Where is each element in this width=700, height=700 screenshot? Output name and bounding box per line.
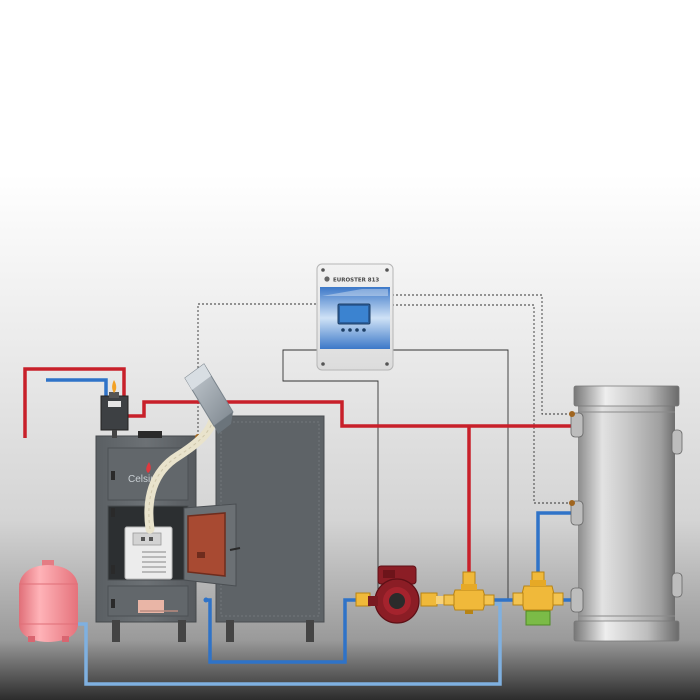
door-brick-lining [187,512,226,577]
valve-icon[interactable] [443,571,495,614]
controller[interactable]: EUROSTER 813 [316,263,394,371]
controller-brand-label: EUROSTER 813 [333,278,379,284]
controller-button-2[interactable] [348,328,352,332]
safety-pipe-cold [46,378,108,396]
boiler-return-pipe [206,598,366,664]
control-wiring [96,294,572,600]
tank-connector-left-mid [570,500,584,526]
flue-outlet [138,431,162,438]
tank-body [578,398,675,630]
power-wire-pump [282,349,379,600]
pump-outlet-fitting [420,592,438,607]
flame-icon [146,462,151,473]
signal-wire-tank-sensor-mid [392,304,572,504]
ash-drawer [138,600,164,613]
tank-connector-left-top [570,412,584,438]
tank-bottom-cap [573,620,680,642]
pipes [23,367,576,686]
expansion-pipe [78,602,502,686]
hopper-leg-left [226,620,234,642]
safety-valve[interactable] [100,380,129,438]
pump-icon[interactable] [355,565,446,624]
supply-pipe-hot [126,400,574,428]
boiler-brand-label: Celsius [128,474,161,485]
tank-sensor-mid [569,500,575,506]
controller-logo-icon [324,276,330,282]
valve1-body [451,589,487,611]
feeder-chute [184,363,234,434]
tank-connector-right-bottom [671,572,683,598]
valve-icon[interactable] [512,571,564,626]
air-vent-flame-icon [112,380,117,393]
signal-wire-tank-sensor-top [392,294,572,415]
valve1-stem [462,571,476,587]
valve2-actuator-base [525,610,551,626]
vessel-top-cap [42,560,54,568]
boiler-leg-left [112,620,120,642]
power-wire-valve [392,349,509,600]
pellet-burner[interactable] [124,526,173,580]
pellet-feed-hose [144,409,219,534]
controller-button-4[interactable] [362,328,366,332]
controller-button-3[interactable] [355,328,359,332]
buffer-tank[interactable] [569,385,683,642]
tank-top-cap [573,385,680,407]
hopper-leg-right [306,620,314,642]
tank-return-pipe [536,511,574,576]
valve2-body [520,585,556,611]
tank-connector-left-bottom [570,587,584,613]
tank-sensor-top [569,411,575,417]
firebox-door[interactable] [183,503,241,587]
controller-buttons [341,328,366,332]
expansion-vessel-icon[interactable] [19,560,78,642]
vessel-body [19,565,78,642]
tank-connector-right-top [671,429,683,455]
boiler-leg-right [178,620,186,642]
controller-button-1[interactable] [341,328,345,332]
